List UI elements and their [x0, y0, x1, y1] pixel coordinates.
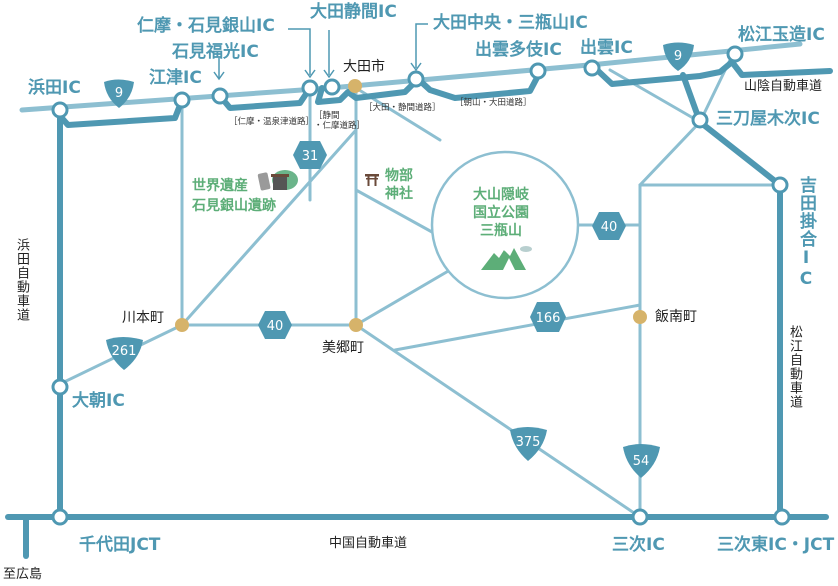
svg-text:40: 40 — [601, 220, 618, 235]
expressways — [5, 59, 833, 559]
label-hamada-ic[interactable]: 浜田IC — [28, 78, 81, 98]
label-hamada-expressway: 浜田自動車道 — [14, 238, 29, 322]
label-gotsu-ic[interactable]: 江津IC — [149, 68, 202, 88]
route-badges: 9 9 261 375 54 31 40 40 — [104, 42, 694, 478]
label-misato-town[interactable]: 美郷町 — [322, 340, 364, 356]
svg-text:166: 166 — [536, 311, 561, 326]
label-ohda-city[interactable]: 大田市 — [343, 59, 385, 75]
route-badge-54: 54 — [623, 444, 660, 478]
label-mononobe[interactable]: 物部 — [385, 168, 413, 184]
ic-arrows — [213, 23, 428, 81]
node-nima-ic[interactable] — [301, 79, 319, 97]
svg-text:375: 375 — [516, 435, 541, 450]
label-iwami-fukumitsu-ic[interactable]: 石見福光IC — [172, 42, 259, 62]
town-dots — [175, 79, 647, 332]
sanin-expressway — [57, 59, 833, 128]
town-dot-iinan[interactable] — [633, 310, 647, 324]
road-misato-miyoshi — [354, 323, 642, 519]
label-ohda-chuo-sanbesan-ic[interactable]: 大田中央・三瓶山IC — [433, 13, 588, 33]
node-miyoshi-ic[interactable] — [631, 508, 649, 526]
route-badge-166: 166 — [530, 302, 566, 332]
label-izumo-takyo-ic[interactable]: 出雲多伎IC — [475, 40, 562, 60]
mountain-icon — [481, 246, 532, 270]
label-izumo-ic[interactable]: 出雲IC — [580, 38, 633, 58]
route-badge-40-west: 40 — [258, 311, 292, 339]
route-badge-9-east: 9 — [663, 42, 694, 71]
label-yoshida-kakeya-ic[interactable]: 吉田掛合IC — [796, 176, 816, 290]
road-mitoya-west — [638, 120, 702, 187]
label-sanbe-mountain[interactable]: 三瓶山 — [480, 223, 522, 239]
ic-nodes — [51, 45, 791, 526]
label-ohda-shizuma-road: ［大田・静間道路］ — [364, 103, 441, 113]
label-shrine[interactable]: 神社 — [385, 186, 413, 202]
svg-text:9: 9 — [674, 49, 682, 64]
node-matsue-tamatsukuri-ic[interactable] — [726, 45, 744, 63]
cloud-icon — [520, 246, 532, 252]
label-iwami-ginzan-ruins[interactable]: 石見銀山遺跡 — [192, 198, 276, 214]
road-misato-sanbe — [354, 268, 452, 327]
label-shizuma-nima-road-2: ・仁摩道路］ — [314, 121, 366, 131]
label-miyoshi-ic[interactable]: 三次IC — [612, 535, 665, 555]
route-badge-261: 261 — [106, 337, 143, 370]
label-matsue-tamatsukuri-ic[interactable]: 松江玉造IC — [738, 25, 825, 45]
town-dot-ohda[interactable] — [348, 79, 362, 93]
label-mitoya-kisuki-ic[interactable]: 三刀屋木次IC — [716, 109, 820, 129]
label-iinan-town[interactable]: 飯南町 — [655, 309, 697, 325]
road-kawamoto-route31 — [180, 128, 358, 327]
node-ohda-chuo-ic[interactable] — [407, 70, 425, 88]
label-chiyoda-jct[interactable]: 千代田JCT — [79, 535, 161, 555]
svg-text:54: 54 — [633, 454, 650, 469]
route-badge-40-east: 40 — [592, 212, 626, 240]
label-oasa-ic[interactable]: 大朝IC — [72, 391, 125, 411]
node-gotsu-ic[interactable] — [173, 91, 191, 109]
label-daisen-oki[interactable]: 大山隠岐 — [473, 187, 529, 203]
node-izumo-takyo-ic[interactable] — [529, 62, 547, 80]
svg-text:40: 40 — [267, 319, 284, 334]
node-yoshida-kakeya-ic[interactable] — [771, 176, 789, 194]
node-hamada-ic[interactable] — [51, 101, 69, 119]
label-shizuma-nima-road-1: ［静間 — [314, 111, 340, 121]
sanbe-park-circle — [430, 150, 580, 300]
route-badge-31: 31 — [293, 141, 327, 169]
label-world-heritage[interactable]: 世界遺産 — [192, 178, 248, 194]
label-nima-onsentsu-road: ［仁摩・温泉津道路］ — [229, 117, 315, 127]
road-izumo-mitoya — [608, 68, 702, 124]
node-izumo-ic[interactable] — [583, 59, 601, 77]
town-dot-misato[interactable] — [349, 318, 363, 332]
label-sanin-expressway: 山陰自動車道 — [744, 79, 823, 94]
node-ohda-shizuma-ic[interactable] — [323, 78, 341, 96]
svg-text:31: 31 — [302, 149, 319, 164]
route-badge-9-west: 9 — [104, 79, 134, 108]
world-heritage-icon — [257, 170, 298, 191]
label-matsue-expressway: 松江自動車道 — [787, 325, 802, 409]
label-asayama-ohda-road: ［朝山・大田道路］ — [455, 98, 532, 108]
node-mitoya-kisuki-ic[interactable] — [691, 111, 709, 129]
node-chiyoda-jct[interactable] — [51, 508, 69, 526]
svg-text:261: 261 — [112, 344, 137, 359]
road-shrine-sanbe — [354, 188, 434, 234]
svg-text:9: 9 — [115, 86, 123, 101]
node-miyoshi-higashi[interactable] — [773, 508, 791, 526]
node-iwami-fukumitsu-ic[interactable] — [211, 87, 229, 105]
label-nima-iwami-ginzan-ic[interactable]: 仁摩・石見銀山IC — [137, 16, 275, 36]
label-national-park[interactable]: 国立公園 — [473, 205, 529, 221]
local-roads — [19, 41, 803, 519]
shrine-torii-icon — [365, 174, 379, 186]
road-misato-iinan — [393, 303, 642, 352]
label-kawamoto-town[interactable]: 川本町 — [122, 310, 164, 326]
node-oasa-ic[interactable] — [51, 378, 69, 396]
route-badge-375: 375 — [510, 427, 547, 461]
label-to-hiroshima: 至広島 — [3, 567, 43, 582]
label-chugoku-expressway: 中国自動車道 — [329, 536, 408, 551]
label-miyoshi-higashi-ic-jct[interactable]: 三次東IC・JCT — [717, 535, 835, 555]
label-ohda-shizuma-ic[interactable]: 大田静間IC — [310, 2, 397, 22]
matsue-expressway — [697, 119, 783, 520]
town-dot-kawamoto[interactable] — [175, 318, 189, 332]
